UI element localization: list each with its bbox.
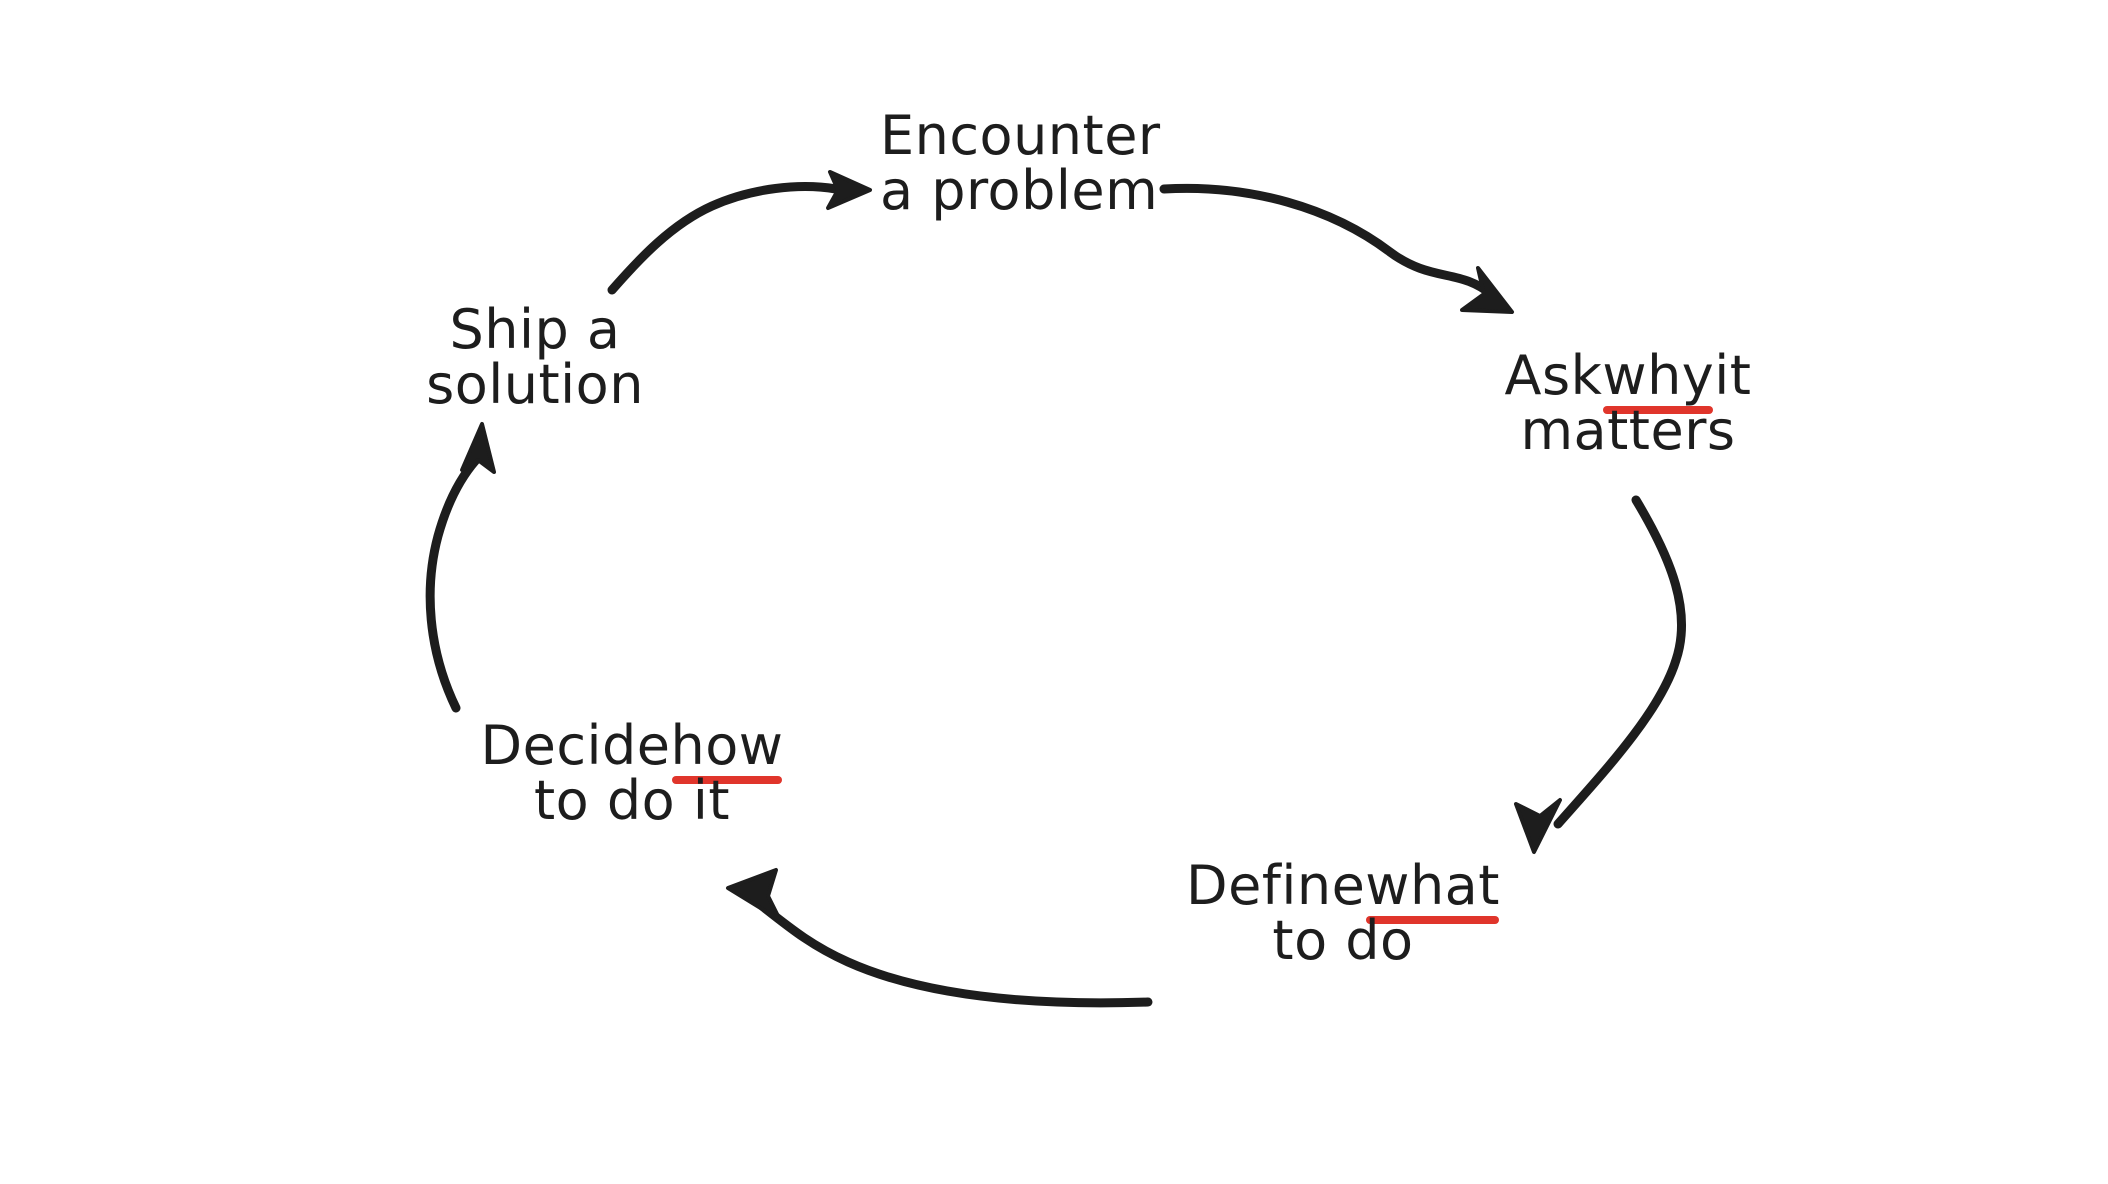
cycle-node-line: Ship a <box>420 302 650 357</box>
cycle-node-line: to do it <box>462 773 802 828</box>
node-text-segment: matters <box>1520 399 1736 463</box>
cycle-node-line: Define what <box>1168 854 1518 925</box>
cycle-node-line: solution <box>420 357 650 412</box>
node-text-segment: to do it <box>533 769 731 833</box>
node-text-segment: it <box>1714 344 1752 407</box>
red-underline <box>1366 916 1499 925</box>
cycle-node-line: matters <box>1468 403 1788 458</box>
arrow-ask-to-define <box>1514 495 1687 854</box>
node-text-segment: solution <box>426 353 644 417</box>
arrow-ship-to-encounter <box>607 170 872 295</box>
emphasized-word: why <box>1602 348 1714 415</box>
arrow-decide-to-ship <box>425 422 496 713</box>
cycle-node-line: Ask why it <box>1468 344 1788 415</box>
node-text-segment: Encounter <box>880 104 1161 167</box>
arrow-define-to-decide <box>726 868 1153 1008</box>
node-text-segment: Define <box>1186 854 1366 917</box>
cycle-node-line: Encounter <box>880 108 1160 163</box>
node-text-segment: Ask <box>1504 344 1603 407</box>
cycle-node-line: Decide how <box>462 714 802 785</box>
node-text-segment: a problem <box>880 159 1159 223</box>
cycle-node-line: to do <box>1168 913 1518 968</box>
cycle-node-line: a problem <box>880 163 1158 218</box>
emphasized-word: how <box>671 718 784 785</box>
node-text-segment: Ship a <box>449 298 621 361</box>
red-underline <box>671 776 783 785</box>
red-underline <box>1603 406 1714 415</box>
emphasized-word: what <box>1365 858 1500 925</box>
arrow-encounter-to-ask <box>1159 183 1514 314</box>
node-text-segment: Decide <box>480 714 671 777</box>
node-text-segment: to do <box>1272 909 1414 973</box>
